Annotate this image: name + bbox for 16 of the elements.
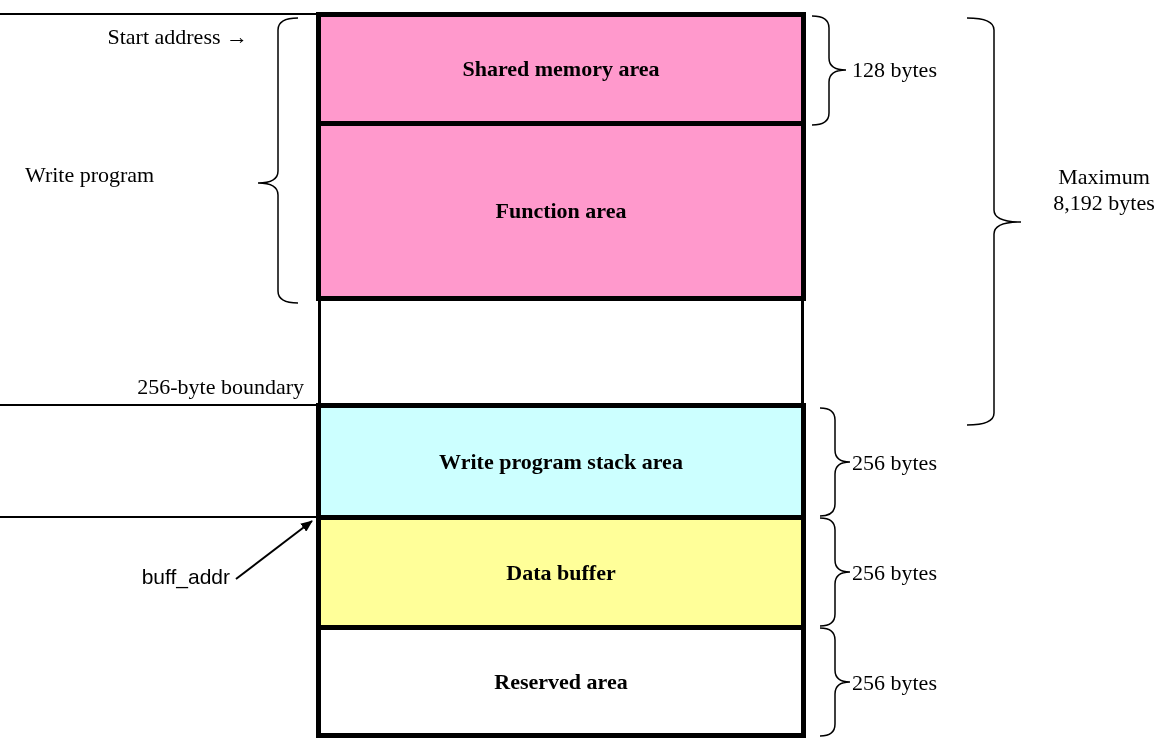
annotation-label: 256 bytes [852, 450, 937, 476]
memory-block [318, 301, 804, 403]
block-label: Write program stack area [439, 448, 683, 475]
annotation-label: 256 bytes [852, 560, 937, 586]
annotation-label: 256 bytes [852, 670, 937, 696]
block-label: Data buffer [506, 559, 616, 586]
annotation-label: 128 bytes [852, 57, 937, 83]
annotation-label: Start address → [106, 24, 248, 50]
block-label: Shared memory area [462, 56, 660, 82]
block-label: Reserved area [494, 668, 628, 695]
pointer-label: buff_addr [141, 565, 230, 589]
block-label: Function area [495, 198, 627, 224]
annotation-label: 256-byte boundary [136, 374, 304, 400]
arrow [235, 520, 313, 580]
annotation-label: Write program [25, 162, 155, 188]
annotation-label: Maximum 8,192 bytes [1052, 164, 1156, 216]
